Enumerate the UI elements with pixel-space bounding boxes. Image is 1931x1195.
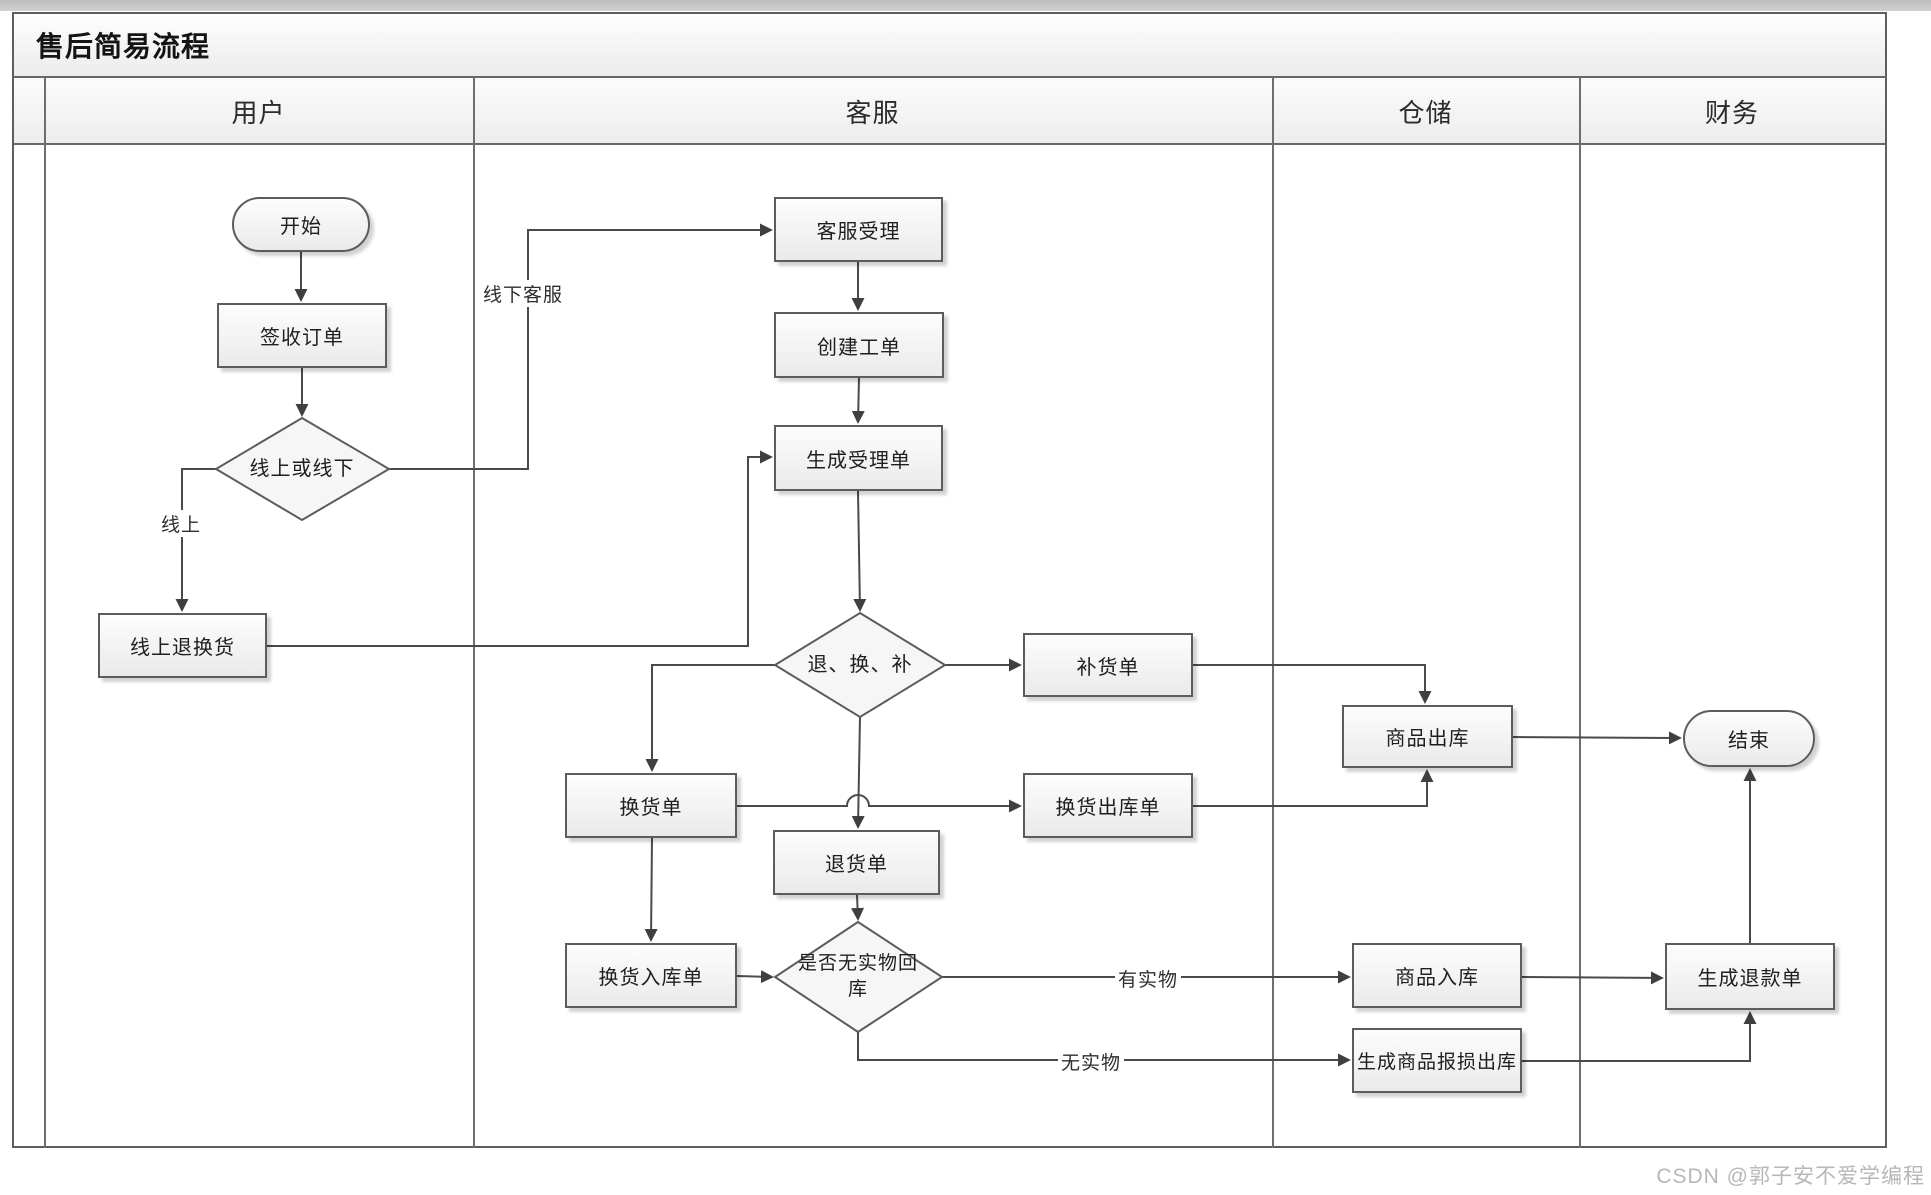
node-exchange-outbound: 换货出库单 bbox=[1023, 773, 1193, 838]
node-replenish-order: 补货单 bbox=[1023, 633, 1193, 697]
node-exchange-order: 换货单 bbox=[565, 773, 737, 838]
lane-header-row bbox=[14, 78, 1885, 145]
node-exchange-inbound: 换货入库单 bbox=[565, 943, 737, 1008]
node-sign-order: 签收订单 bbox=[217, 303, 387, 368]
lane-header-customer-service: 客服 bbox=[845, 98, 900, 128]
node-return-order: 退货单 bbox=[773, 830, 940, 895]
node-end: 结束 bbox=[1683, 710, 1815, 767]
top-gray-strip bbox=[0, 0, 1931, 11]
node-gen-acceptance: 生成受理单 bbox=[774, 425, 943, 491]
node-online-return: 线上退换货 bbox=[98, 613, 267, 678]
node-goods-inbound: 商品入库 bbox=[1352, 943, 1522, 1008]
lane-divider-user-cs bbox=[473, 78, 475, 1148]
edge-label-no-physical: 无实物 bbox=[1058, 1048, 1125, 1075]
node-gen-refund: 生成退款单 bbox=[1665, 943, 1835, 1010]
lane-header-warehouse: 仓储 bbox=[1398, 98, 1453, 128]
edge-label-offline-cs: 线下客服 bbox=[480, 280, 567, 307]
node-create-ticket: 创建工单 bbox=[774, 312, 944, 378]
diagram-title: 售后简易流程 bbox=[12, 12, 1887, 78]
edge-label-has-physical: 有实物 bbox=[1115, 965, 1182, 992]
node-decision-type: 退、换、补 bbox=[807, 653, 913, 676]
lane-header-finance: 财务 bbox=[1704, 98, 1759, 128]
swimlane-pool bbox=[12, 12, 1887, 1148]
node-damage-outbound: 生成商品报损出库 bbox=[1352, 1028, 1522, 1093]
pool-label-strip-divider bbox=[44, 78, 46, 1148]
node-goods-outbound: 商品出库 bbox=[1342, 705, 1513, 768]
node-start: 开始 bbox=[232, 197, 370, 252]
csdn-watermark: CSDN @郭子安不爱学编程 bbox=[1656, 1165, 1925, 1188]
node-decision-channel: 线上或线下 bbox=[249, 457, 355, 480]
node-decision-physical: 是否无实物回库 bbox=[798, 953, 919, 1000]
lane-divider-cs-warehouse bbox=[1272, 78, 1274, 1148]
edge-label-online: 线上 bbox=[158, 510, 205, 537]
node-cs-accept: 客服受理 bbox=[774, 197, 943, 262]
lane-header-user: 用户 bbox=[231, 98, 286, 128]
lane-divider-warehouse-finance bbox=[1579, 78, 1581, 1148]
